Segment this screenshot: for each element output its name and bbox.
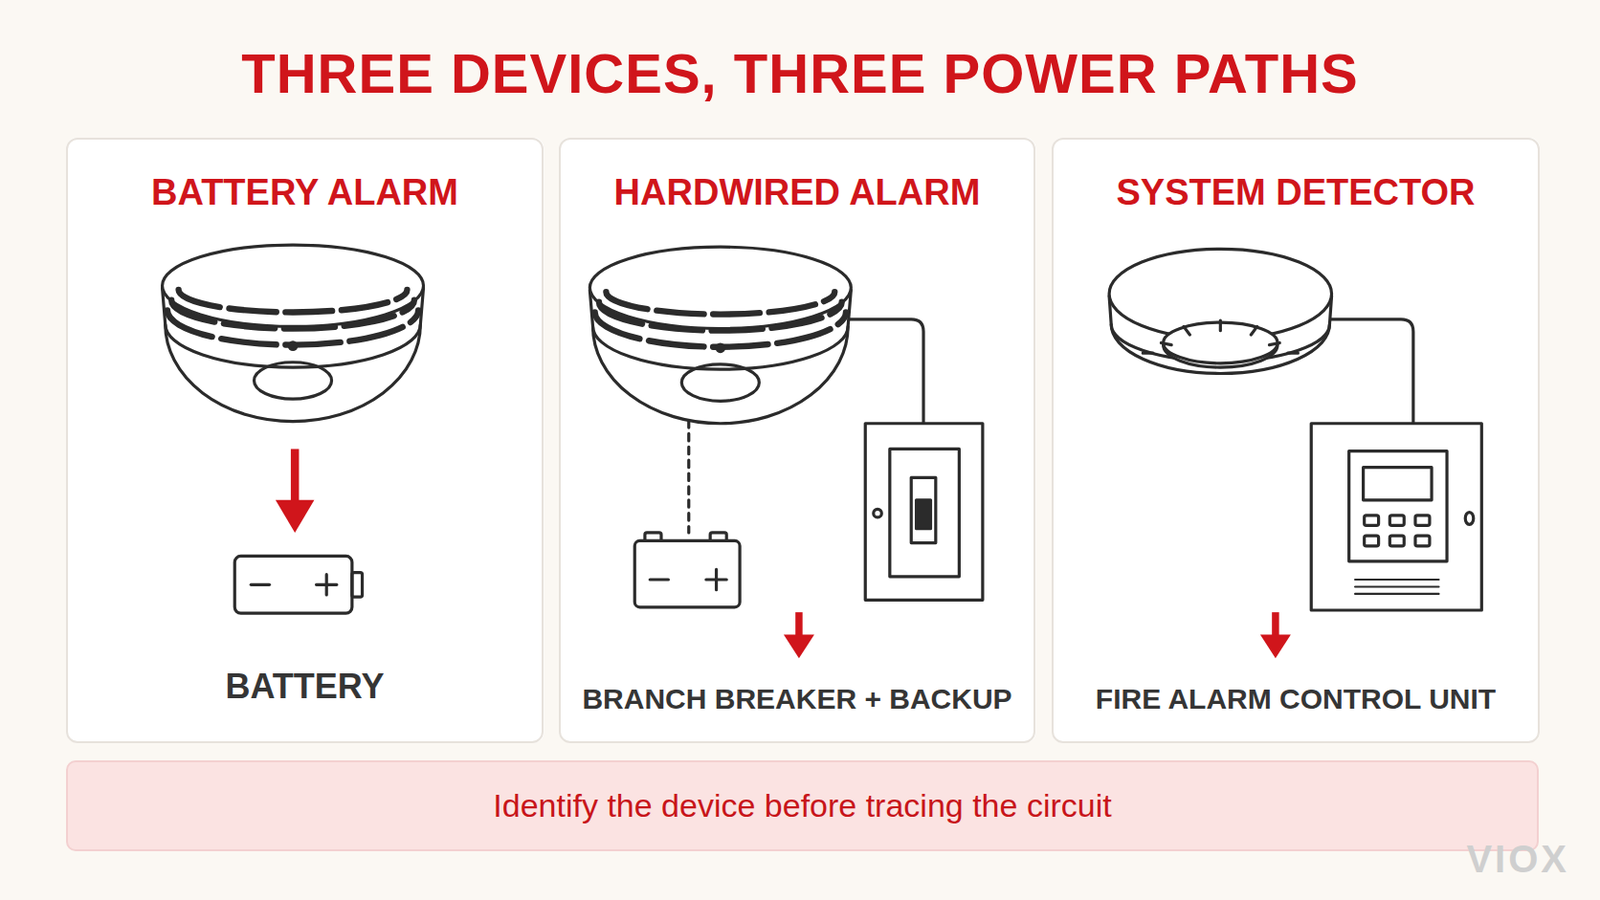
panel-heading-holder: BATTERY ALARM xyxy=(67,173,542,214)
note-band: Identify the device before tracing the c… xyxy=(66,760,1539,852)
device-panel: HARDWIRED ALARM BRANCH BREAKER + BACKUP xyxy=(558,137,1036,744)
watermark: VIOX xyxy=(1466,838,1570,881)
power-source-label: BRANCH BREAKER + BACKUP xyxy=(581,683,1012,715)
panel-heading: BATTERY ALARM xyxy=(151,173,459,214)
panel-heading-holder: SYSTEM DETECTOR xyxy=(1053,173,1538,214)
title-text-holder: THREE DEVICES, THREE POWER PATHS xyxy=(0,43,1600,105)
power-source-label-holder: BRANCH BREAKER + BACKUP xyxy=(560,683,1034,715)
device-panel: SYSTEM DETECTOR FIRE ALARM CONTROL UNIT xyxy=(1051,137,1540,744)
panel-heading: HARDWIRED ALARM xyxy=(614,173,981,214)
panel-heading: SYSTEM DETECTOR xyxy=(1115,173,1475,214)
power-source-label-holder: BATTERY xyxy=(67,667,542,707)
panel-heading-holder: HARDWIRED ALARM xyxy=(560,173,1034,214)
power-source-label: FIRE ALARM CONTROL UNIT xyxy=(1095,683,1496,715)
title-text: THREE DEVICES, THREE POWER PATHS xyxy=(241,43,1358,105)
note-text: Identify the device before tracing the c… xyxy=(492,788,1112,824)
power-source-label-holder: FIRE ALARM CONTROL UNIT xyxy=(1053,683,1538,715)
power-source-label: BATTERY xyxy=(225,667,385,707)
device-panel: BATTERY ALARM BATTERY xyxy=(66,137,544,744)
